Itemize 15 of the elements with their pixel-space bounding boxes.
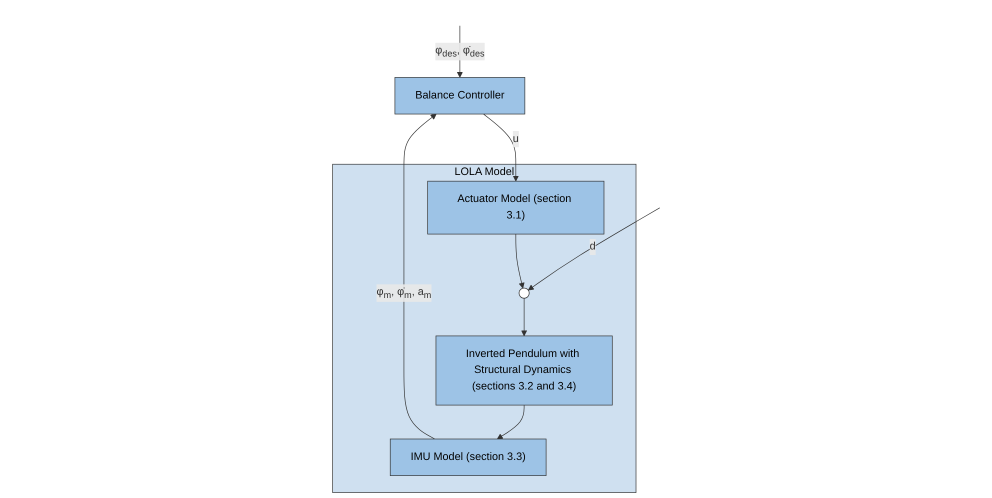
edge-label: u (512, 133, 519, 145)
arrow (496, 404, 524, 440)
node-box: IMU Model (section 3.3) (390, 438, 546, 476)
arrow (528, 208, 660, 290)
edge-label: d (589, 240, 596, 252)
edge-label: φ$_{m}$, φ̇$_{m}$, a$_{m}$ (376, 286, 432, 300)
arrow (515, 234, 524, 288)
node-box: Inverted Pendulum with Structural Dynamics (sections 3.2 and 3.4) (435, 336, 612, 406)
arrow (482, 114, 519, 182)
edge-label: φ$_{des}$, φ̇$_{des}$ (435, 44, 484, 58)
arrow (403, 114, 436, 440)
node-circle (518, 288, 530, 299)
arrow (520, 298, 527, 336)
node-box: Balance Controller (394, 77, 525, 114)
node-box: Actuator Model (section 3.1) (427, 180, 604, 234)
